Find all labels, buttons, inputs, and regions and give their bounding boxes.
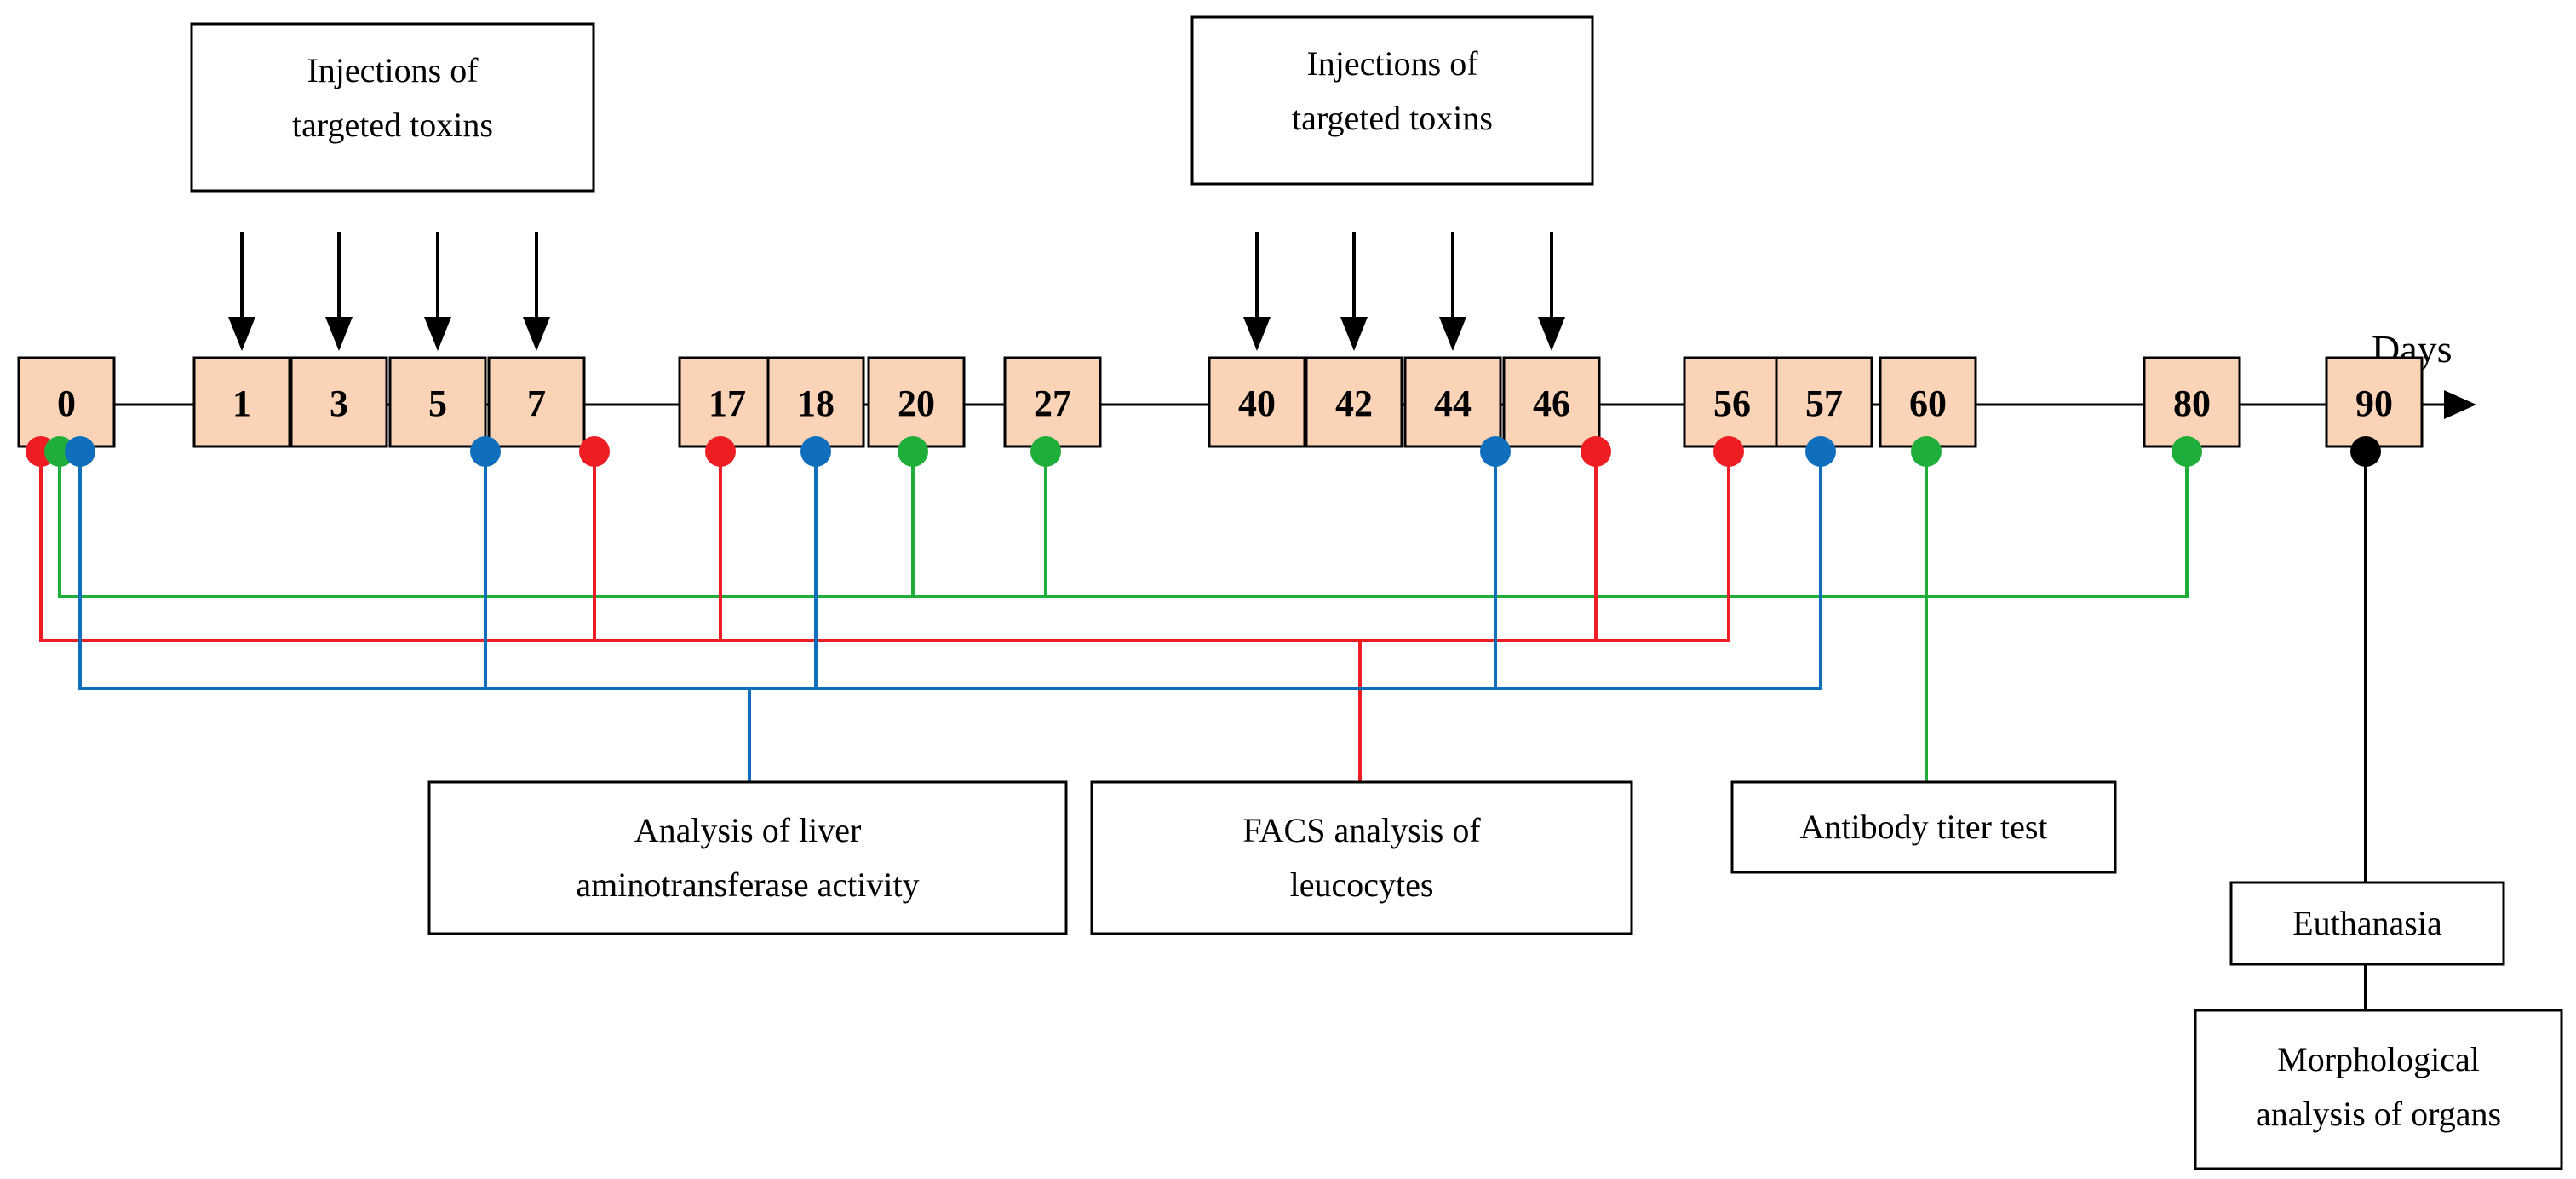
antibody-test-label: Antibody titer test [1730, 780, 2117, 874]
day-box-90: 90 [2325, 356, 2424, 448]
liver-connector [78, 451, 1822, 782]
injection-label-2: Injections of targeted toxins [1190, 15, 1594, 186]
day-label-40: 40 [1238, 382, 1276, 424]
injection-arrow-day-44 [1439, 232, 1466, 351]
day-label-7: 7 [527, 382, 546, 424]
euthanasia-marker-day-90 [2350, 436, 2381, 467]
facs-marker-day-7 [579, 436, 610, 467]
liver-marker-day-5 [470, 436, 501, 467]
facs-connector [39, 451, 1730, 782]
injection-arrow-day-46 [1538, 232, 1565, 351]
liver-marker-day-0 [65, 436, 95, 467]
day-label-42: 42 [1335, 382, 1373, 424]
antibody-connector [58, 451, 2189, 782]
svg-text:Antibody titer test: Antibody titer test [1799, 808, 2047, 846]
day-box-46: 46 [1502, 356, 1601, 448]
day-label-57: 57 [1805, 382, 1843, 424]
antibody-marker-day-27 [1030, 436, 1061, 467]
liver-marker-day-18 [800, 436, 831, 467]
day-label-44: 44 [1434, 382, 1472, 424]
svg-text:targeted toxins: targeted toxins [1292, 99, 1493, 137]
day-box-44: 44 [1403, 356, 1502, 448]
liver-marker-day-44 [1480, 436, 1511, 467]
svg-text:Morphological: Morphological [2277, 1040, 2480, 1078]
day-box-80: 80 [2143, 356, 2241, 448]
day-box-20: 20 [867, 356, 966, 448]
svg-text:targeted toxins: targeted toxins [292, 106, 493, 144]
day-label-17: 17 [709, 382, 746, 424]
antibody-marker-day-60 [1911, 436, 1942, 467]
injection-arrow-day-40 [1243, 232, 1271, 351]
svg-text:Injections of: Injections of [1306, 44, 1478, 83]
day-box-1: 1 [192, 356, 291, 448]
day-label-18: 18 [797, 382, 835, 424]
injection-arrow-day-42 [1340, 232, 1368, 351]
svg-text:FACS analysis of: FACS analysis of [1242, 811, 1481, 849]
day-box-40: 40 [1208, 356, 1306, 448]
facs-analysis-label: FACS analysis of leucocytes [1090, 780, 1633, 935]
svg-text:Injections of: Injections of [307, 51, 479, 89]
day-label-3: 3 [330, 382, 348, 424]
timeline-arrowhead [2444, 390, 2476, 419]
svg-text:leucocytes: leucocytes [1290, 866, 1434, 904]
day-box-27: 27 [1003, 356, 1102, 448]
day-box-5: 5 [388, 356, 487, 448]
liver-marker-day-57 [1805, 436, 1836, 467]
injection-arrow-day-1 [228, 232, 255, 351]
day-box-60: 60 [1879, 356, 1977, 448]
facs-marker-day-17 [705, 436, 736, 467]
svg-text:analysis of organs: analysis of organs [2256, 1095, 2501, 1133]
facs-marker-day-46 [1581, 436, 1611, 467]
day-box-17: 17 [678, 356, 777, 448]
day-box-3: 3 [290, 356, 388, 448]
day-label-80: 80 [2173, 382, 2211, 424]
injection-arrow-day-3 [325, 232, 353, 351]
day-label-60: 60 [1909, 382, 1947, 424]
day-box-18: 18 [766, 356, 865, 448]
facs-marker-day-56 [1713, 436, 1744, 467]
day-box-0: 0 [17, 356, 116, 448]
injection-arrow-day-5 [424, 232, 451, 351]
svg-text:Analysis of liver: Analysis of liver [634, 811, 862, 849]
antibody-marker-day-20 [898, 436, 928, 467]
day-label-20: 20 [898, 382, 935, 424]
svg-text:Euthanasia: Euthanasia [2292, 904, 2442, 942]
day-box-57: 57 [1775, 356, 1873, 448]
svg-text:aminotransferase activity: aminotransferase activity [576, 866, 919, 904]
day-label-90: 90 [2355, 382, 2393, 424]
day-label-0: 0 [57, 382, 76, 424]
day-label-56: 56 [1713, 382, 1751, 424]
antibody-marker-day-80 [2172, 436, 2202, 467]
day-label-27: 27 [1034, 382, 1071, 424]
injection-arrow-day-7 [523, 232, 550, 351]
injection-label-1: Injections of targeted toxins [190, 22, 595, 193]
day-label-46: 46 [1533, 382, 1570, 424]
liver-analysis-label: Analysis of liver aminotransferase activ… [427, 780, 1068, 935]
day-box-7: 7 [487, 356, 586, 448]
day-box-56: 56 [1683, 356, 1781, 448]
day-label-1: 1 [232, 382, 251, 424]
day-label-5: 5 [428, 382, 447, 424]
morphology-analysis-label: Morphological analysis of organs [2194, 1009, 2563, 1170]
euthanasia-label: Euthanasia [2229, 881, 2505, 966]
day-box-42: 42 [1305, 356, 1403, 448]
